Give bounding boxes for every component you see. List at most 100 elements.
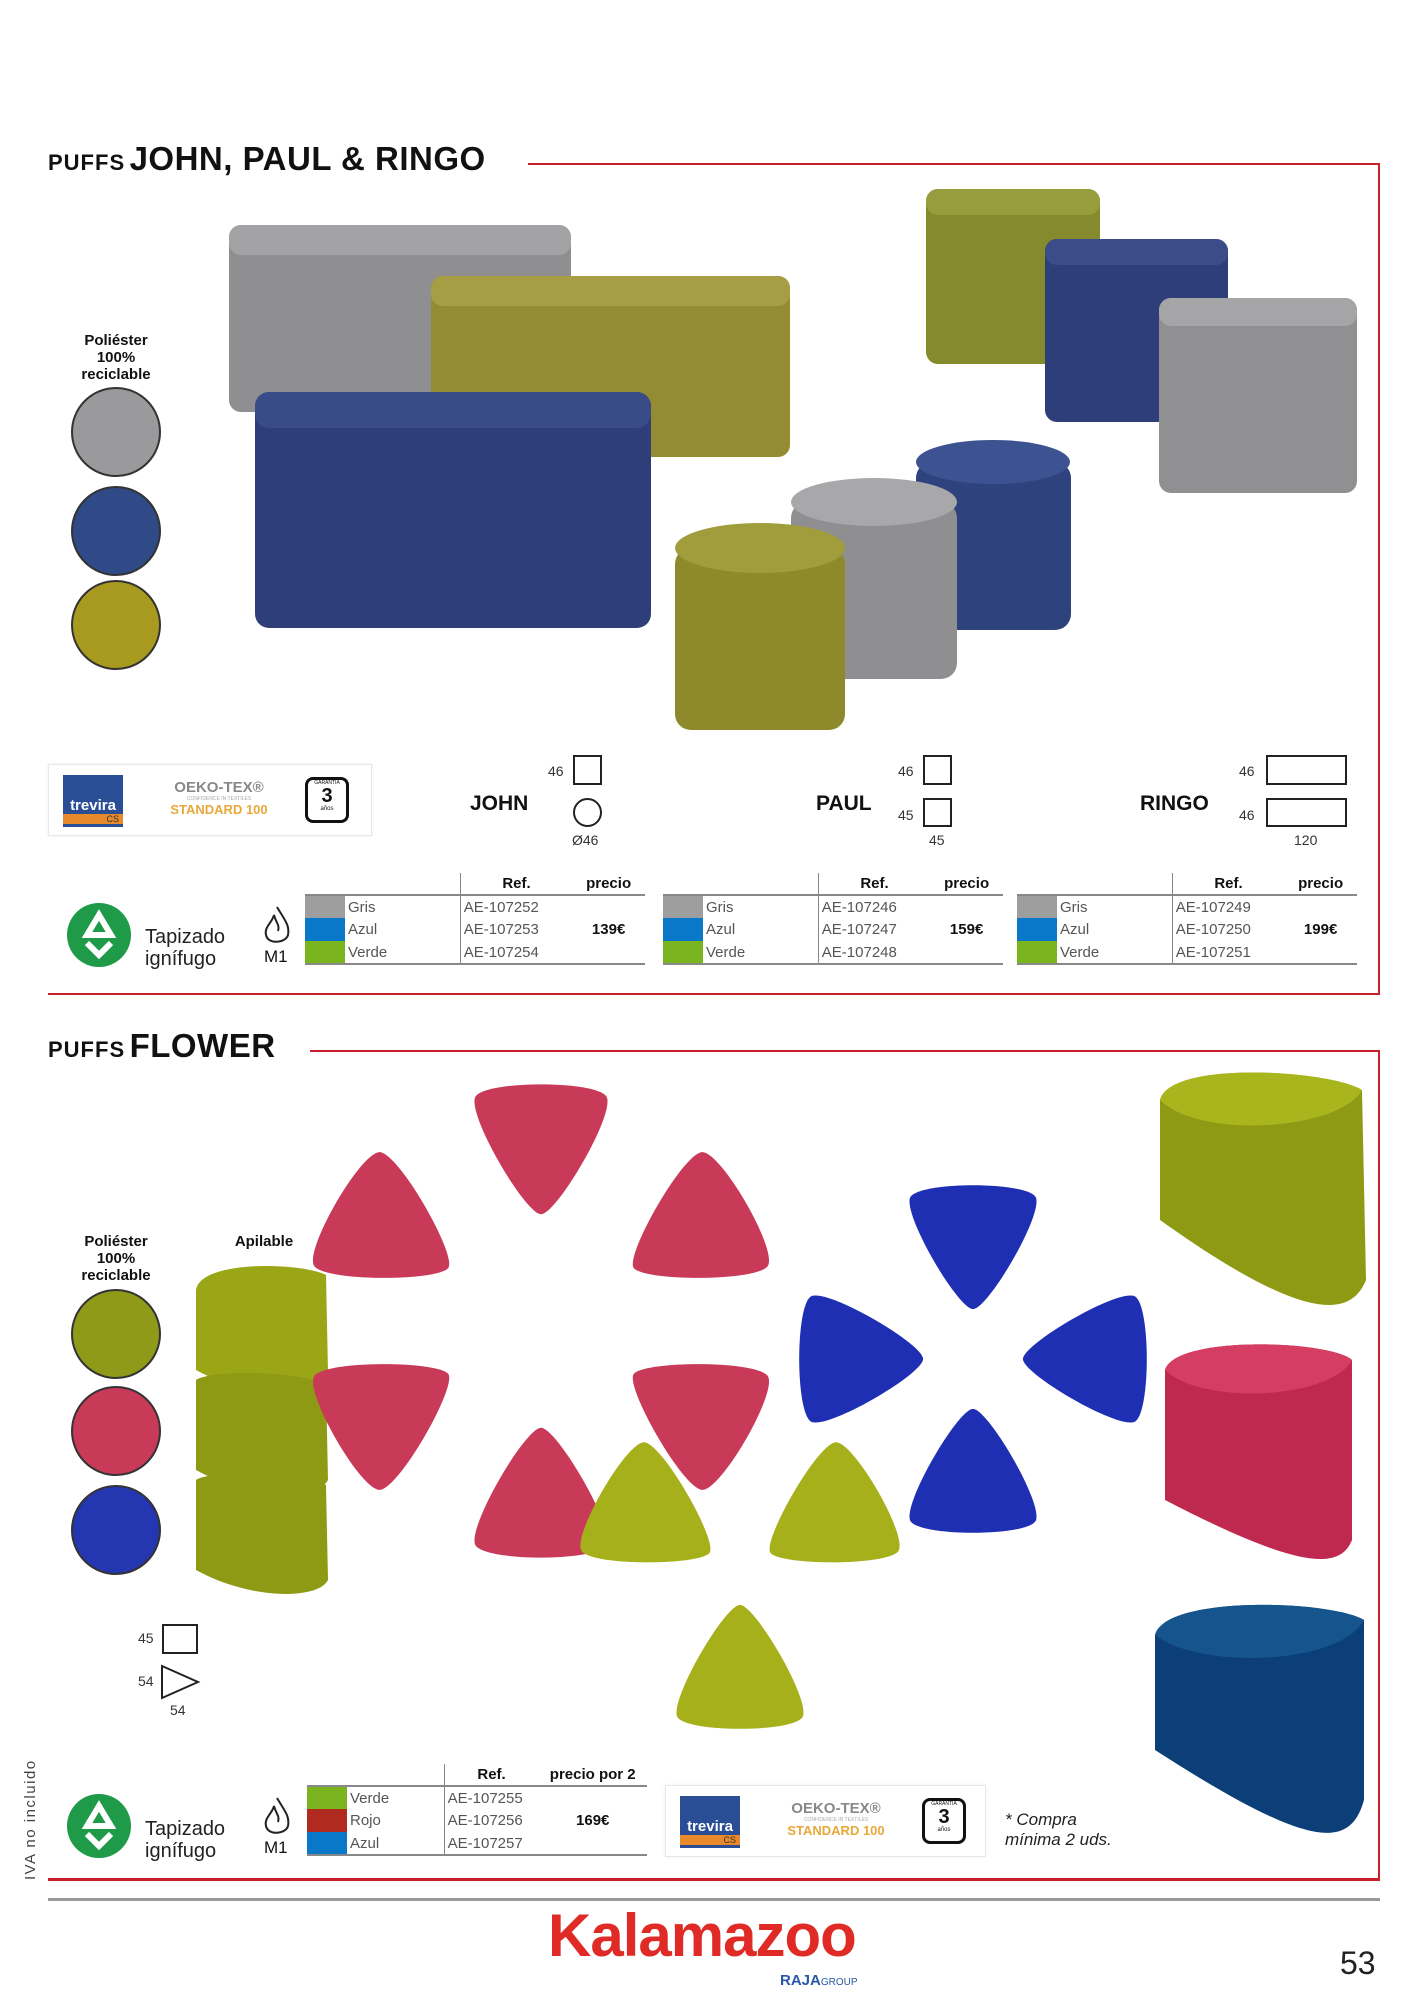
swatch-green (71, 1289, 161, 1379)
ringo-top-diagram (1266, 798, 1347, 827)
product-images-flower (196, 1072, 1366, 1833)
green-flower-petal (738, 1435, 910, 1608)
fire-class-m1: M1 (264, 947, 288, 966)
trevira-logo: trevira CS (63, 775, 123, 827)
certifications-badge: trevira CS OEKO-TEX® CONFIDENCE IN TEXTI… (48, 764, 372, 836)
pink-flower-petal (302, 1145, 482, 1326)
john-diameter: Ø46 (572, 832, 599, 848)
swatch-grey (71, 387, 161, 477)
section-border-right (1378, 1050, 1380, 1880)
stackable-label: Apilable (234, 1233, 294, 1250)
swatch-red (71, 1386, 161, 1476)
section-title-john-paul-ringo: PUFFS JOHN, PAUL & RINGO (48, 140, 486, 177)
john-side-diagram (573, 755, 602, 785)
product-images-john-paul-ringo (229, 189, 1357, 730)
color-chip (307, 1809, 347, 1832)
paul-top-diagram (923, 798, 952, 827)
fire-class-m1: M1 (264, 1838, 288, 1857)
color-chip (1017, 941, 1057, 964)
color-chip (305, 918, 345, 941)
product-name-paul: PAUL (816, 792, 872, 815)
warranty-3-years-icon: GARANTÍA 3 años (922, 1798, 966, 1844)
color-chip (1017, 918, 1057, 941)
color-chip (307, 1832, 347, 1855)
john-height: 46 (548, 763, 564, 779)
flower-width: 54 (170, 1702, 186, 1718)
recycle-icon (67, 903, 131, 967)
paul-height: 46 (898, 763, 914, 779)
ringo-depth: 46 (1239, 807, 1255, 823)
flame-icon (264, 1797, 290, 1834)
swatch-blue (71, 1485, 161, 1575)
trevira-logo: trevira CS (680, 1796, 740, 1848)
flame-icon (264, 906, 290, 943)
product-name-ringo: RINGO (1140, 792, 1209, 815)
stacked-flower-image (196, 1265, 328, 1594)
color-chip (1017, 895, 1057, 918)
color-chip (305, 941, 345, 964)
flower-pouf-green-image (1160, 1072, 1366, 1305)
flower-side-diagram (162, 1624, 198, 1654)
page-number: 53 (1340, 1945, 1376, 1981)
oeko-tex-logo: OEKO-TEX® CONFIDENCE IN TEXTILES STANDAR… (170, 779, 268, 817)
john-olive-image (675, 523, 845, 730)
blue-flower-petal (909, 1408, 1037, 1533)
john-top-diagram (573, 798, 602, 827)
product-name-john: JOHN (470, 792, 529, 815)
ringo-height: 46 (1239, 763, 1255, 779)
ringo-navy-image (255, 392, 651, 628)
flower-height: 45 (138, 1630, 154, 1646)
color-chip (307, 1786, 347, 1809)
section-border-bottom (48, 1878, 1380, 1881)
pink-flower-petal (302, 1316, 482, 1497)
section-border-top (310, 1050, 1380, 1052)
blue-flower-petal (1022, 1295, 1147, 1423)
paul-grey-image (1159, 298, 1357, 493)
footer-divider (48, 1898, 1380, 1901)
green-flower-petal (676, 1604, 804, 1729)
paul-side-diagram (923, 755, 952, 785)
section-border-right (1378, 163, 1380, 995)
raja-group-logo: RAJAGROUP (780, 1972, 858, 1989)
blue-flower-petal (799, 1295, 924, 1423)
recycle-icon (67, 1794, 131, 1858)
ringo-width: 120 (1294, 832, 1318, 848)
blue-flower-petal (909, 1185, 1037, 1310)
flower-pouf-pink-image (1165, 1344, 1352, 1560)
color-chip (305, 895, 345, 918)
paul-width: 45 (929, 832, 945, 848)
vat-note: IVA no incluido (22, 1759, 39, 1880)
oeko-tex-logo: OEKO-TEX® CONFIDENCE IN TEXTILES STANDAR… (787, 1800, 885, 1838)
paul-depth: 45 (898, 807, 914, 823)
color-chip (663, 895, 703, 918)
swatch-olive (71, 580, 161, 670)
section-border-bottom (48, 993, 1380, 995)
color-chip (663, 941, 703, 964)
warranty-3-years-icon: GARANTÍA 3 años (305, 777, 349, 823)
section-title-flower: PUFFS FLOWER (48, 1027, 276, 1064)
flower-top-diagram (161, 1664, 201, 1700)
kalamazoo-logo: Kalamazoo (548, 1902, 857, 1969)
certifications-badge: trevira CS OEKO-TEX® CONFIDENCE IN TEXTI… (665, 1785, 986, 1857)
color-chip (663, 918, 703, 941)
pink-flower-petal (600, 1145, 780, 1326)
ringo-side-diagram (1266, 755, 1347, 785)
